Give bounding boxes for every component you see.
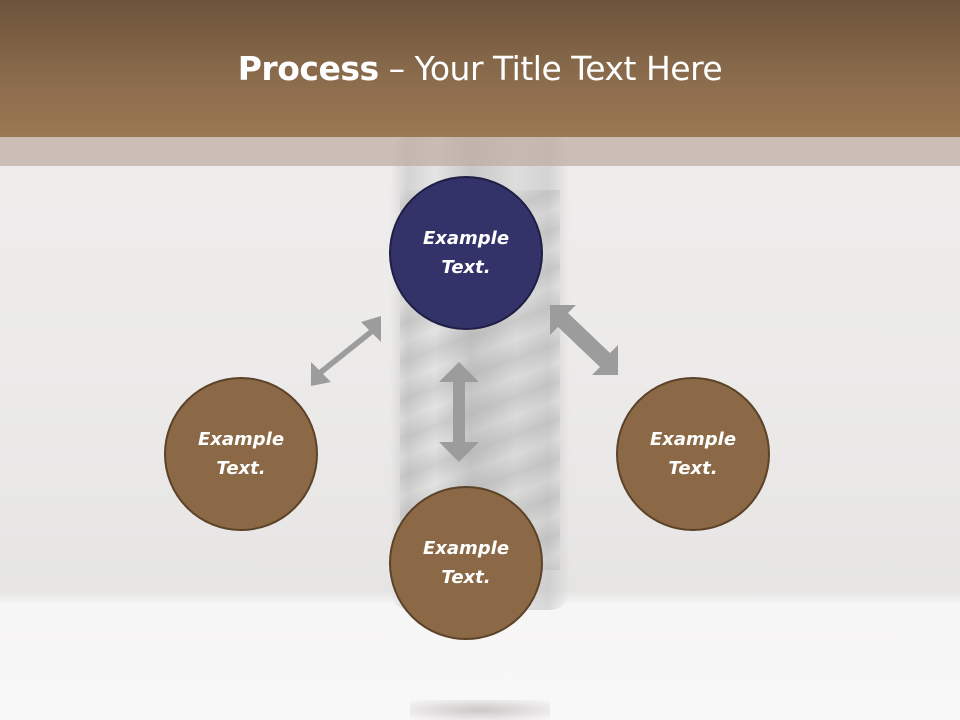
double-arrow-top-right-icon [550,305,618,375]
title-rest: – Your Title Text Here [378,49,723,88]
node-text-line1: Example [422,538,510,559]
node-text-line1: Example [422,228,510,249]
node-text-line2: Text. [441,257,491,278]
title-header: Process – Your Title Text Here [0,0,960,137]
double-arrow-top-left-icon [311,316,381,386]
node-text-line1: Example [649,429,737,450]
process-node-right[interactable]: Example Text. [616,377,770,531]
node-text-line2: Text. [441,567,491,588]
double-arrow-vertical-icon [439,362,479,462]
header-band [0,137,960,166]
process-node-top[interactable]: Example Text. [389,176,543,330]
node-text-line2: Text. [216,458,266,479]
title-bold: Process [237,49,379,88]
node-text-line1: Example [197,429,285,450]
drill-reflection [410,700,550,720]
process-node-left[interactable]: Example Text. [164,377,318,531]
slide-title[interactable]: Process – Your Title Text Here [237,49,723,88]
node-text-line2: Text. [668,458,718,479]
process-node-bottom[interactable]: Example Text. [389,486,543,640]
